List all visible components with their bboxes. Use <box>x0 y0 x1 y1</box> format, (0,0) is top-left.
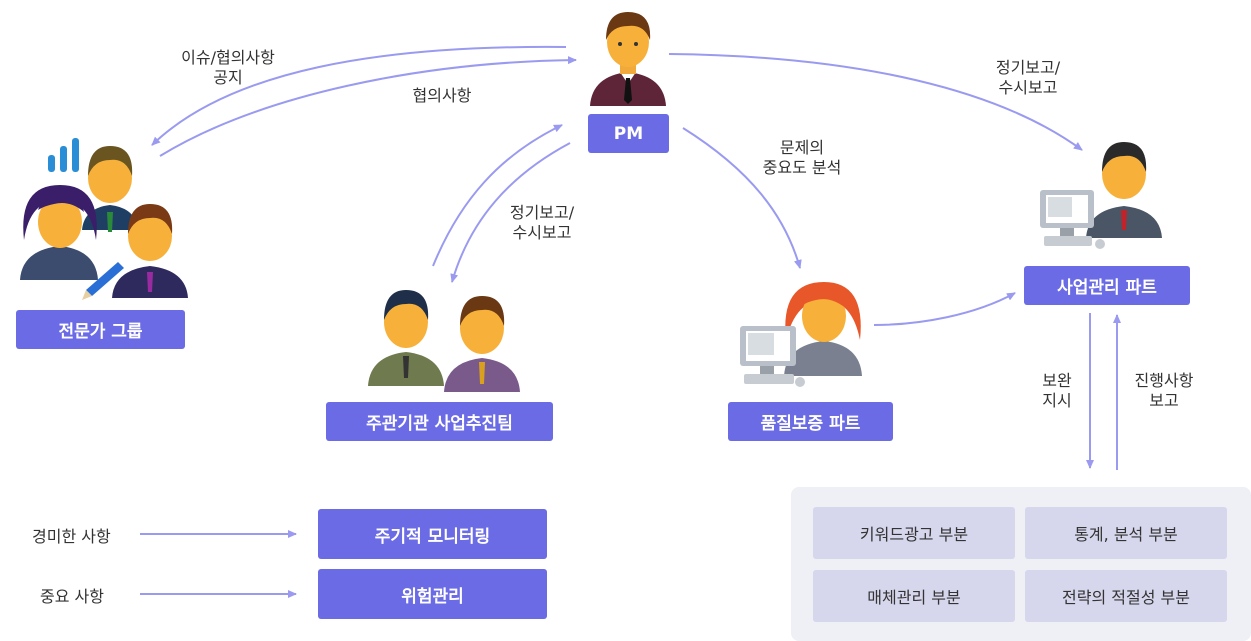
arrow-pm-to-biz <box>668 53 1083 151</box>
label-report-host: 정기보고/ 수시보고 <box>509 203 575 242</box>
pm-box: PM <box>588 114 669 153</box>
expert-group-icon <box>20 138 188 300</box>
label-supplement: 보완 지시 <box>1042 371 1072 410</box>
sub-part-media: 매체관리 부분 <box>813 570 1015 622</box>
pm-person-icon <box>590 12 666 106</box>
arrow-host-to-pm <box>432 124 563 267</box>
host-team-icon <box>368 290 520 392</box>
arrow-pm-to-qa <box>682 127 802 269</box>
legend-major-box: 위험관리 <box>318 569 547 619</box>
label-report-biz: 정기보고/ 수시보고 <box>995 58 1061 97</box>
arrow-pm-to-host <box>450 142 571 283</box>
expert-group-box: 전문가 그룹 <box>16 310 185 349</box>
label-progress: 진행사항 보고 <box>1134 371 1194 410</box>
arrow-qa-to-biz <box>873 292 1016 326</box>
label-issue-notice: 이슈/협의사항 공지 <box>181 48 275 87</box>
legend-minor-label: 경미한 사항 <box>32 527 111 546</box>
legend-major-label: 중요 사항 <box>40 587 104 606</box>
qa-person-icon <box>740 282 862 387</box>
biz-person-icon <box>1040 142 1162 249</box>
label-importance: 문제의 중요도 분석 <box>762 138 842 177</box>
label-agreement: 협의사항 <box>412 86 472 105</box>
sub-part-statistics: 통계, 분석 부분 <box>1025 507 1227 559</box>
legend-minor-box: 주기적 모니터링 <box>318 509 547 559</box>
arrow-expert-to-pm <box>159 56 577 157</box>
biz-part-box: 사업관리 파트 <box>1024 266 1190 305</box>
host-team-box: 주관기관 사업추진팀 <box>326 402 553 441</box>
sub-part-strategy: 전략의 적절성 부분 <box>1025 570 1227 622</box>
qa-part-box: 품질보증 파트 <box>728 402 893 441</box>
arrow-pm-to-expert <box>151 45 567 146</box>
sub-part-keyword: 키워드광고 부분 <box>813 507 1015 559</box>
